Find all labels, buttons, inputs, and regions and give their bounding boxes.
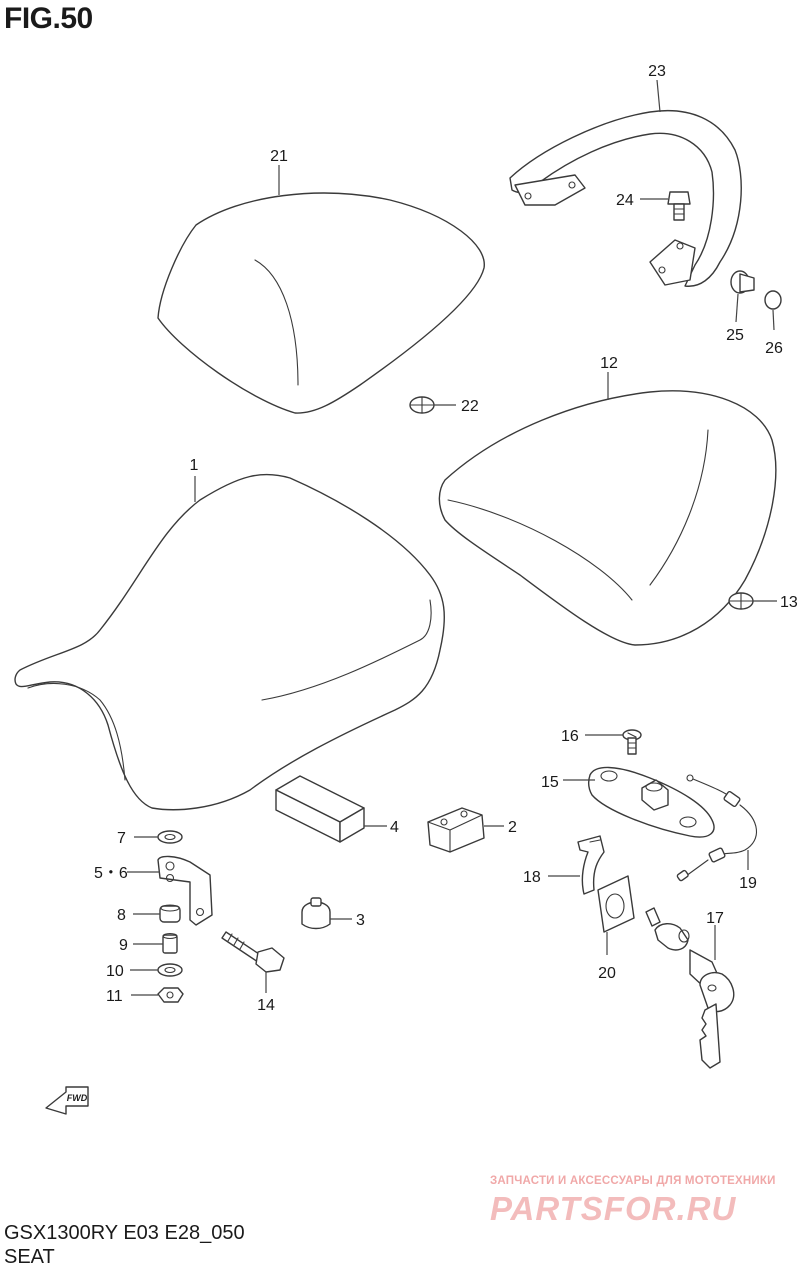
callout-9: 9 bbox=[119, 937, 128, 954]
callout-8: 8 bbox=[117, 907, 126, 924]
part-1-rider-seat[interactable] bbox=[14, 473, 445, 811]
part-20-lock-plate[interactable] bbox=[597, 875, 635, 933]
part-8-cushion[interactable] bbox=[159, 904, 181, 923]
callout-7: 7 bbox=[117, 830, 126, 847]
part-2-stopper[interactable] bbox=[427, 807, 485, 853]
part-11-nut[interactable] bbox=[157, 987, 184, 1003]
callout-14: 14 bbox=[257, 997, 275, 1014]
leader-26 bbox=[772, 309, 775, 331]
part-12-pillion-seat[interactable] bbox=[438, 390, 777, 646]
part-9-spacer[interactable] bbox=[162, 932, 178, 954]
callout-20: 20 bbox=[598, 965, 616, 982]
callout-26: 26 bbox=[765, 340, 783, 357]
callout-25: 25 bbox=[726, 327, 744, 344]
fwd-label: FWD bbox=[67, 1093, 88, 1103]
callout-22: 22 bbox=[461, 398, 479, 415]
part-3-cushion[interactable] bbox=[301, 897, 331, 930]
callout-13: 13 bbox=[780, 594, 798, 611]
callout-1: 1 bbox=[190, 457, 199, 474]
watermark-tagline: ЗАПЧАСТИ И АКСЕССУАРЫ ДЛЯ МОТОТЕХНИКИ bbox=[490, 1175, 776, 1187]
figure-title: FIG.50 bbox=[4, 2, 93, 35]
callout-18: 18 bbox=[523, 869, 541, 886]
callout-24: 24 bbox=[616, 192, 634, 209]
leader-23 bbox=[656, 79, 661, 113]
part-22-grommet[interactable] bbox=[409, 396, 435, 414]
callout-16: 16 bbox=[561, 728, 579, 745]
section-name: SEAT bbox=[4, 1246, 55, 1268]
leader-25 bbox=[735, 293, 739, 323]
part-26-cap[interactable] bbox=[764, 290, 782, 310]
model-code: GSX1300RY E03 E28_050 bbox=[4, 1222, 245, 1244]
part-15-seat-lock[interactable] bbox=[587, 766, 715, 838]
part-14-bolt[interactable] bbox=[221, 931, 285, 973]
callout-15: 15 bbox=[541, 774, 559, 791]
part-21-seat-cover[interactable] bbox=[157, 192, 485, 414]
part-5-6-bracket[interactable] bbox=[157, 855, 213, 926]
part-19-cable[interactable] bbox=[676, 774, 758, 882]
part-23-grab-rail[interactable] bbox=[509, 109, 742, 287]
watermark-logo: PARTSFOR.RU bbox=[490, 1190, 737, 1227]
part-24-bolt[interactable] bbox=[667, 191, 691, 221]
callout-21: 21 bbox=[270, 148, 288, 165]
part-25-cushion[interactable] bbox=[730, 270, 755, 294]
part-4-pad[interactable] bbox=[275, 775, 365, 843]
callout-5-6: 5・6 bbox=[94, 865, 128, 882]
callout-12: 12 bbox=[600, 355, 618, 372]
part-17-lock-set[interactable] bbox=[645, 907, 735, 1069]
part-7-washer[interactable] bbox=[157, 830, 183, 844]
callout-10: 10 bbox=[106, 963, 124, 980]
callout-23: 23 bbox=[648, 63, 666, 80]
callout-19: 19 bbox=[739, 875, 757, 892]
part-10-washer[interactable] bbox=[157, 963, 183, 977]
part-13-grommet[interactable] bbox=[728, 592, 754, 610]
part-18-clip[interactable] bbox=[577, 835, 605, 895]
fwd-arrow-icon: FWD bbox=[45, 1086, 89, 1115]
callout-11: 11 bbox=[106, 988, 123, 1005]
callout-3: 3 bbox=[356, 912, 365, 929]
callout-17: 17 bbox=[706, 910, 724, 927]
callout-2: 2 bbox=[508, 819, 517, 836]
callout-4: 4 bbox=[390, 819, 399, 836]
part-16-screw[interactable] bbox=[622, 729, 642, 755]
